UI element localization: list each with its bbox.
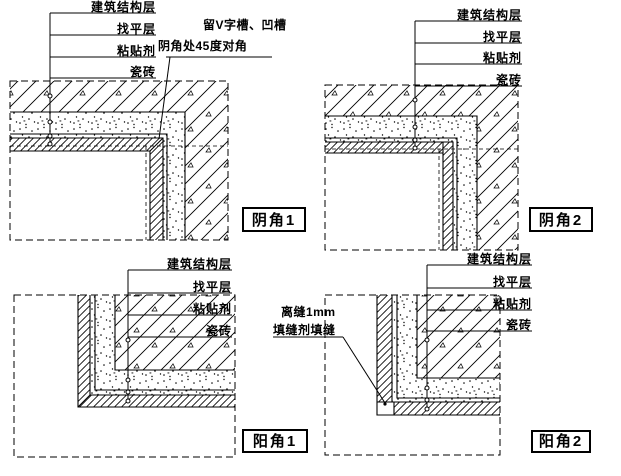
leveling-layer (325, 116, 477, 250)
leader-mark-structure (412, 97, 418, 103)
panel-yang2: 建筑结构层 找平层 粘贴剂 瓷砖 离缝1mm 填缝剂填缝 阳角2 (273, 251, 591, 456)
gap-joint-line (392, 401, 395, 415)
leader-mark-structure (424, 337, 430, 343)
adhesive-face-line (10, 137, 164, 240)
label-adhesive: 粘贴剂 (117, 43, 156, 58)
note-grout-line2: 填缝剂填缝 (273, 322, 336, 337)
title-box (242, 207, 306, 232)
panel-yin1: 建筑结构层 找平层 粘贴剂 瓷砖 留V字槽、凹槽 阴角处45度对角 阴角1 (9, 0, 306, 241)
miter-joint-line (77, 394, 91, 408)
label-tile: 瓷砖 (130, 64, 156, 79)
label-structure: 建筑结构层 (90, 0, 156, 14)
adhesive-layer (325, 138, 457, 250)
leveling-face-line (325, 137, 458, 250)
adhesive-face-line (325, 141, 454, 250)
label-leveling: 找平层 (493, 274, 532, 289)
label-underlines (427, 264, 532, 332)
panel-title-yin1: 阴角1 (252, 211, 296, 229)
miter-joint-line (149, 137, 164, 152)
note-leader-line (342, 336, 386, 404)
panel-yin2: 建筑结构层 找平层 粘贴剂 瓷砖 阴角2 (324, 7, 593, 251)
panel-yang1: 建筑结构层 找平层 粘贴剂 瓷砖 阳角1 (13, 256, 308, 458)
structure-layer (10, 81, 228, 240)
label-adhesive: 粘贴剂 (493, 296, 532, 311)
leader-mark-leveling (412, 124, 418, 130)
label-structure: 建筑结构层 (456, 7, 522, 22)
tile-layer-vertical (443, 142, 453, 250)
leader-mark-leveling (47, 119, 53, 125)
leader-mark-adhesive (47, 133, 53, 139)
title-box (531, 430, 591, 453)
label-structure: 建筑结构层 (166, 256, 232, 271)
leader-mark-leveling (424, 385, 430, 391)
tile-face-line (10, 150, 151, 240)
leader-mark-adhesive (125, 389, 131, 395)
leader-mark-tile (424, 406, 430, 412)
leader-mark-adhesive (412, 137, 418, 143)
tile-layer-wrap (78, 295, 235, 407)
label-tile: 瓷砖 (496, 72, 522, 87)
panel-title-yang2: 阳角2 (539, 432, 583, 450)
tile-face-line (376, 295, 500, 416)
structure-layer (325, 85, 518, 250)
leveling-layer (95, 295, 235, 390)
label-leveling: 找平层 (483, 29, 522, 44)
label-leveling: 找平层 (117, 21, 156, 36)
label-tile: 瓷砖 (206, 323, 232, 338)
label-structure: 建筑结构层 (466, 251, 532, 266)
note-leader-dot (383, 402, 387, 406)
panel-title-yin2: 阴角2 (539, 211, 583, 229)
note-v-groove-line2: 阴角处45度对角 (158, 38, 247, 53)
tile-layer-horizontal (394, 402, 500, 415)
leader-mark-structure (125, 337, 131, 343)
note-v-groove-line1: 留V字槽、凹槽 (203, 17, 287, 32)
label-tile: 瓷砖 (506, 317, 532, 332)
tile-face-line (325, 152, 444, 250)
leader-mark-leveling (125, 377, 131, 383)
leader-mark-structure (47, 93, 53, 99)
label-underlines (415, 20, 522, 87)
tile-layer-horizontal (10, 138, 163, 151)
panel-title-yang1: 阳角1 (253, 432, 297, 450)
title-box (529, 207, 593, 232)
label-leveling: 找平层 (193, 279, 232, 294)
note-leader-line (158, 56, 171, 140)
leader-mark-tile (412, 145, 418, 151)
title-box (242, 429, 308, 453)
label-adhesive: 粘贴剂 (483, 50, 522, 65)
leveling-layer (397, 295, 500, 398)
leader-mark-tile (125, 398, 131, 404)
leader-mark-tile (47, 141, 53, 147)
label-underlines (50, 12, 156, 79)
tile-layer-horizontal (325, 142, 443, 153)
structure-layer (115, 295, 235, 370)
note-grout-line1: 离缝1mm (281, 304, 336, 319)
leader-mark-adhesive (424, 397, 430, 403)
label-underlines (128, 269, 232, 338)
structure-layer (417, 295, 500, 378)
tile-layer-vertical (150, 138, 163, 240)
tile-layer-vertical (377, 295, 392, 402)
label-adhesive: 粘贴剂 (193, 301, 232, 316)
